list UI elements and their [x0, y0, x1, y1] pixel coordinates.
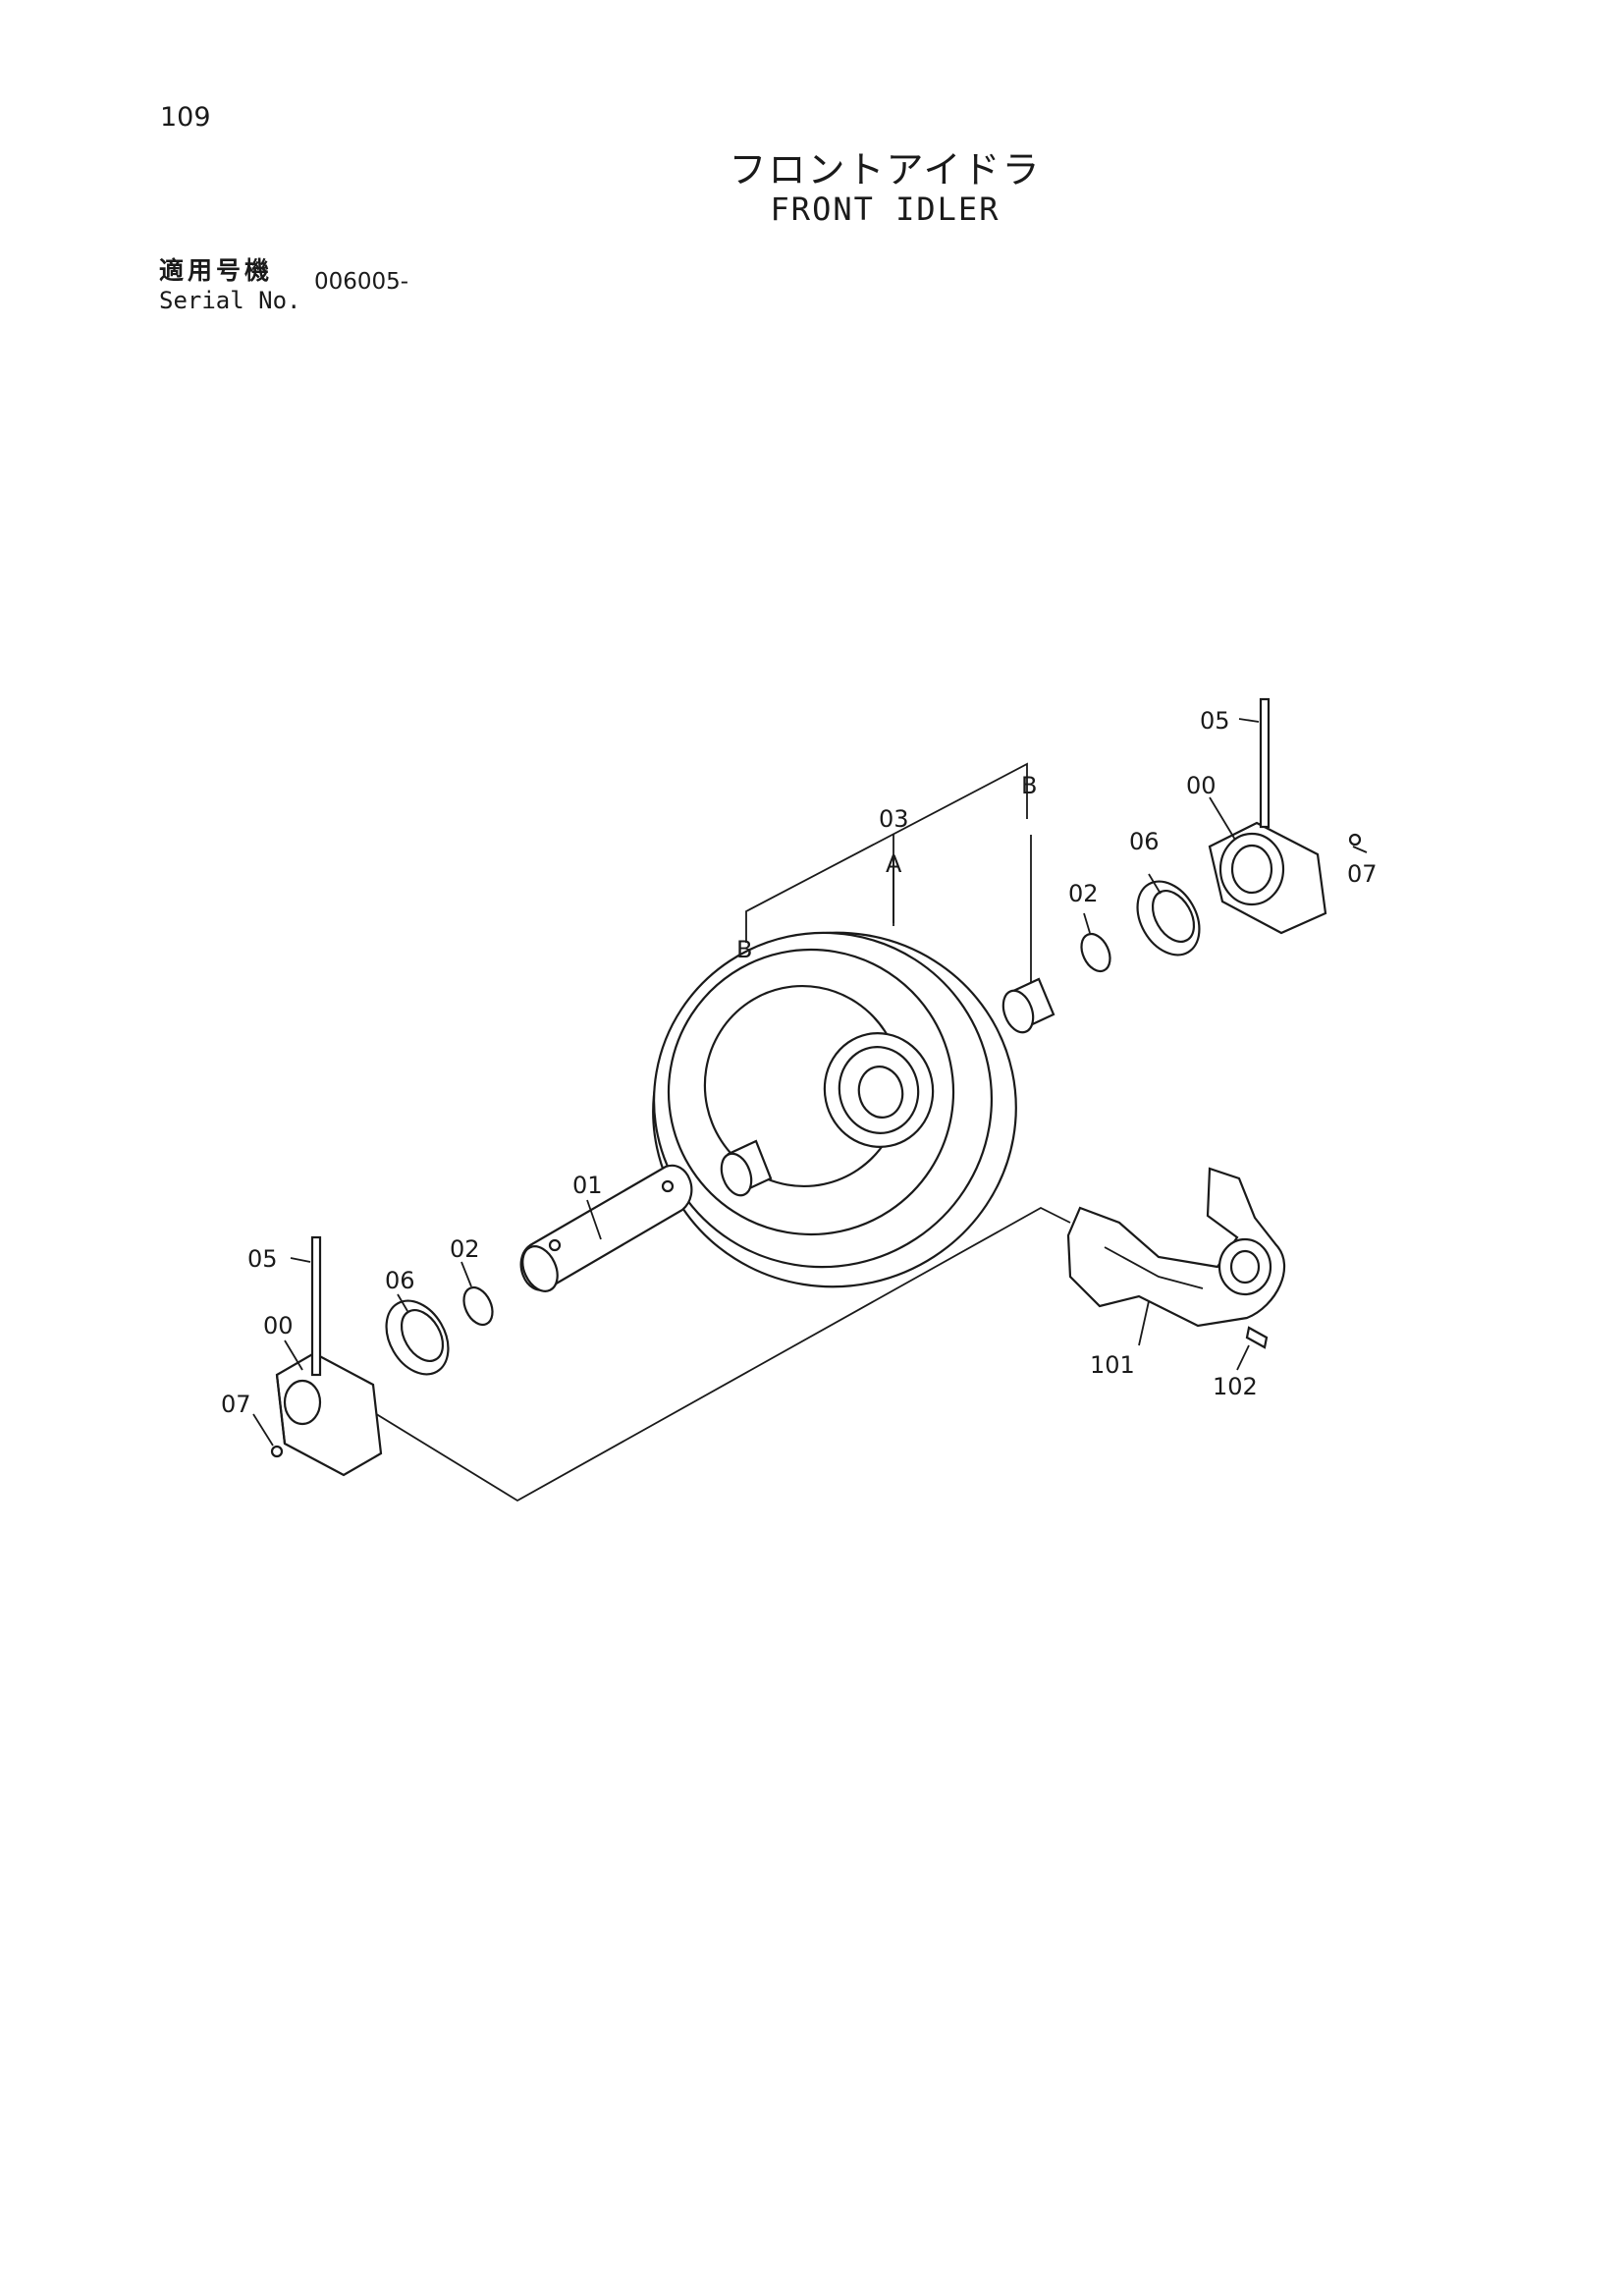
support-block-left — [270, 1235, 383, 1477]
serial-label-english: Serial No. — [159, 287, 301, 314]
callout-B-left: B — [736, 936, 752, 963]
seal-right — [1136, 880, 1201, 957]
o-ring-left — [462, 1285, 494, 1327]
callout-101: 101 — [1090, 1351, 1135, 1379]
callout-02-left: 02 — [450, 1235, 480, 1263]
o-ring-right — [1080, 932, 1111, 973]
callout-03: 03 — [879, 805, 909, 833]
bushing-right — [1001, 977, 1055, 1034]
assembly-connector-line — [372, 1206, 1071, 1503]
callout-06-right: 06 — [1129, 828, 1160, 855]
callout-06-left: 06 — [385, 1267, 415, 1294]
callout-B-right: B — [1021, 772, 1037, 799]
callout-00-left: 00 — [263, 1312, 294, 1339]
callout-07-right: 07 — [1347, 860, 1378, 888]
callout-102: 102 — [1213, 1373, 1258, 1400]
callout-00-right: 00 — [1186, 772, 1217, 799]
callout-02-right: 02 — [1068, 880, 1099, 907]
callout-05-left: 05 — [247, 1245, 278, 1273]
shaft — [519, 1164, 693, 1292]
bushing-left — [720, 1139, 773, 1197]
page-number: 109 — [160, 102, 211, 133]
page-title-english: FRONT IDLER — [770, 191, 1001, 228]
serial-label-japanese: 適用号機 — [159, 256, 274, 285]
seal-left — [385, 1299, 450, 1376]
serial-number-value: 006005- — [314, 269, 409, 295]
page-title-japanese: フロントアイドラ — [729, 148, 1042, 191]
callout-A: A — [886, 850, 902, 878]
callout-05-right: 05 — [1200, 707, 1230, 735]
callout-07-left: 07 — [221, 1391, 251, 1418]
callout-01: 01 — [572, 1172, 603, 1199]
leader-lines — [252, 718, 1368, 1447]
idler-bracket — [1066, 1167, 1286, 1349]
callout-labels: 05 00 07 06 02 03 A B B 01 05 06 02 00 0… — [221, 707, 1378, 1418]
support-block-right — [1208, 697, 1362, 935]
idler-wheel — [652, 931, 1017, 1288]
